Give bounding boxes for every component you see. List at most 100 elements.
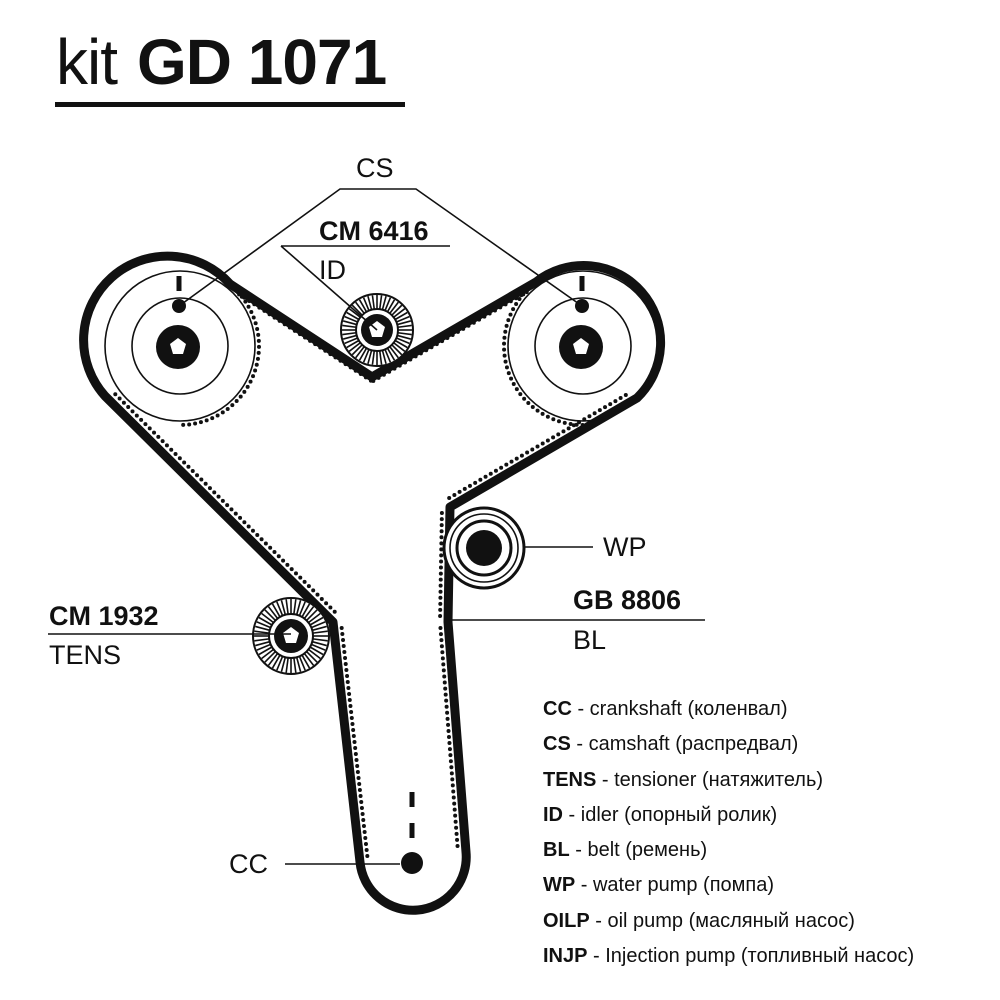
roller-rib <box>378 350 383 365</box>
belt-tooth <box>250 528 255 533</box>
roller-rib <box>381 295 387 310</box>
belt-tooth <box>447 495 452 500</box>
roller-rib <box>312 630 328 634</box>
belt-tooth <box>285 562 290 567</box>
belt-tooth <box>438 571 443 576</box>
roller-rib <box>346 339 360 349</box>
belt-tooth <box>499 465 504 470</box>
pulley-tooth <box>540 411 545 416</box>
belt-tooth <box>351 728 356 732</box>
roller-rib <box>261 648 275 660</box>
belt-tooth <box>207 486 212 491</box>
roller-rib <box>389 346 399 359</box>
roller-rib <box>264 650 277 663</box>
camshaft-pulley-left <box>104 270 256 422</box>
belt-tooth <box>353 752 358 756</box>
roller-rib <box>271 603 281 618</box>
roller-rib <box>362 349 370 363</box>
belt-tooth <box>361 824 366 828</box>
belt-tooth <box>438 632 443 637</box>
belt-tooth <box>182 460 187 465</box>
belt-tooth <box>348 704 353 708</box>
belt-tooth <box>462 486 467 491</box>
belt-tooth <box>259 537 264 542</box>
roller-rib <box>276 656 284 671</box>
idler-code: CM 6416 <box>319 216 429 246</box>
belt-tooth <box>556 432 561 437</box>
pulley-tooth <box>251 374 256 379</box>
pulley-tooth <box>248 379 253 384</box>
belt-tooth <box>349 710 354 714</box>
belt-tooth <box>358 794 363 798</box>
roller-rib <box>301 603 311 618</box>
belt-tooth <box>361 818 366 822</box>
roller-rib <box>312 638 328 642</box>
pulley-tooth <box>514 387 519 392</box>
pulley-tooth <box>522 396 527 401</box>
kit-word: kit <box>56 26 118 98</box>
pulley-tooth <box>545 414 550 419</box>
belt-tooth <box>540 441 545 446</box>
belt-tooth <box>447 741 452 746</box>
belt-tooth <box>343 656 348 660</box>
belt-tooth <box>363 836 368 840</box>
belt-tooth <box>346 686 351 690</box>
belt-tooth <box>268 545 273 550</box>
legend-text: - belt (ремень) <box>569 839 708 862</box>
belt-tooth <box>344 668 349 672</box>
belt-tooth <box>365 854 370 858</box>
belt-tooth <box>440 656 445 661</box>
belt-tooth <box>438 565 443 570</box>
belt-tooth <box>355 770 360 774</box>
belt-tooth <box>488 471 493 476</box>
belt-tooth <box>364 848 369 852</box>
belt-tooth <box>345 674 350 678</box>
pulley-tooth <box>551 417 556 422</box>
belt-tooth <box>439 523 444 528</box>
legend-text: - water pump (помпа) <box>575 874 775 897</box>
timing-mark-line <box>176 276 182 291</box>
pulley-tooth <box>535 408 540 413</box>
belt-tooth <box>332 609 337 614</box>
pulley-tooth <box>568 422 573 427</box>
roller-rib <box>264 609 277 622</box>
tensioner-code: CM 1932 <box>49 601 159 631</box>
roller-rib <box>346 311 360 321</box>
belt-tooth <box>455 843 460 848</box>
belt-tooth <box>450 777 455 782</box>
belt-tooth <box>452 807 457 812</box>
belt-tooth <box>173 451 178 456</box>
belt-tooth <box>355 764 360 768</box>
pulley-tooth <box>204 418 209 423</box>
belt-tooth <box>238 515 243 520</box>
belt-tooth <box>199 477 204 482</box>
belt-tooth <box>454 825 459 830</box>
roller-rib <box>307 612 321 624</box>
belt-tooth <box>592 411 597 416</box>
roller-rib <box>384 297 392 311</box>
belt-tooth <box>152 430 157 435</box>
belt-tooth <box>453 813 458 818</box>
belt-tooth <box>439 517 444 522</box>
roller-rib <box>309 646 324 656</box>
belt-tooth <box>439 511 444 516</box>
belt-tooth <box>455 837 460 842</box>
roller-rib <box>295 600 302 615</box>
roller-rib <box>254 638 270 642</box>
roller-rib <box>301 654 311 669</box>
belt-tooth <box>439 638 444 643</box>
belt-tooth <box>147 426 152 431</box>
belt-tooth <box>354 758 359 762</box>
belt-tooth <box>445 710 450 715</box>
cs-label: CS <box>356 153 394 183</box>
roller-rib <box>342 324 357 329</box>
roller-rib <box>386 347 396 361</box>
legend-text: - idler (опорный ролик) <box>563 803 778 826</box>
roller-rib <box>267 606 279 620</box>
roller-rib <box>280 600 287 615</box>
roller-rib <box>397 334 412 340</box>
pulley-tooth <box>210 416 215 421</box>
belt-tooth <box>350 722 355 726</box>
pulley-tooth <box>556 419 561 424</box>
